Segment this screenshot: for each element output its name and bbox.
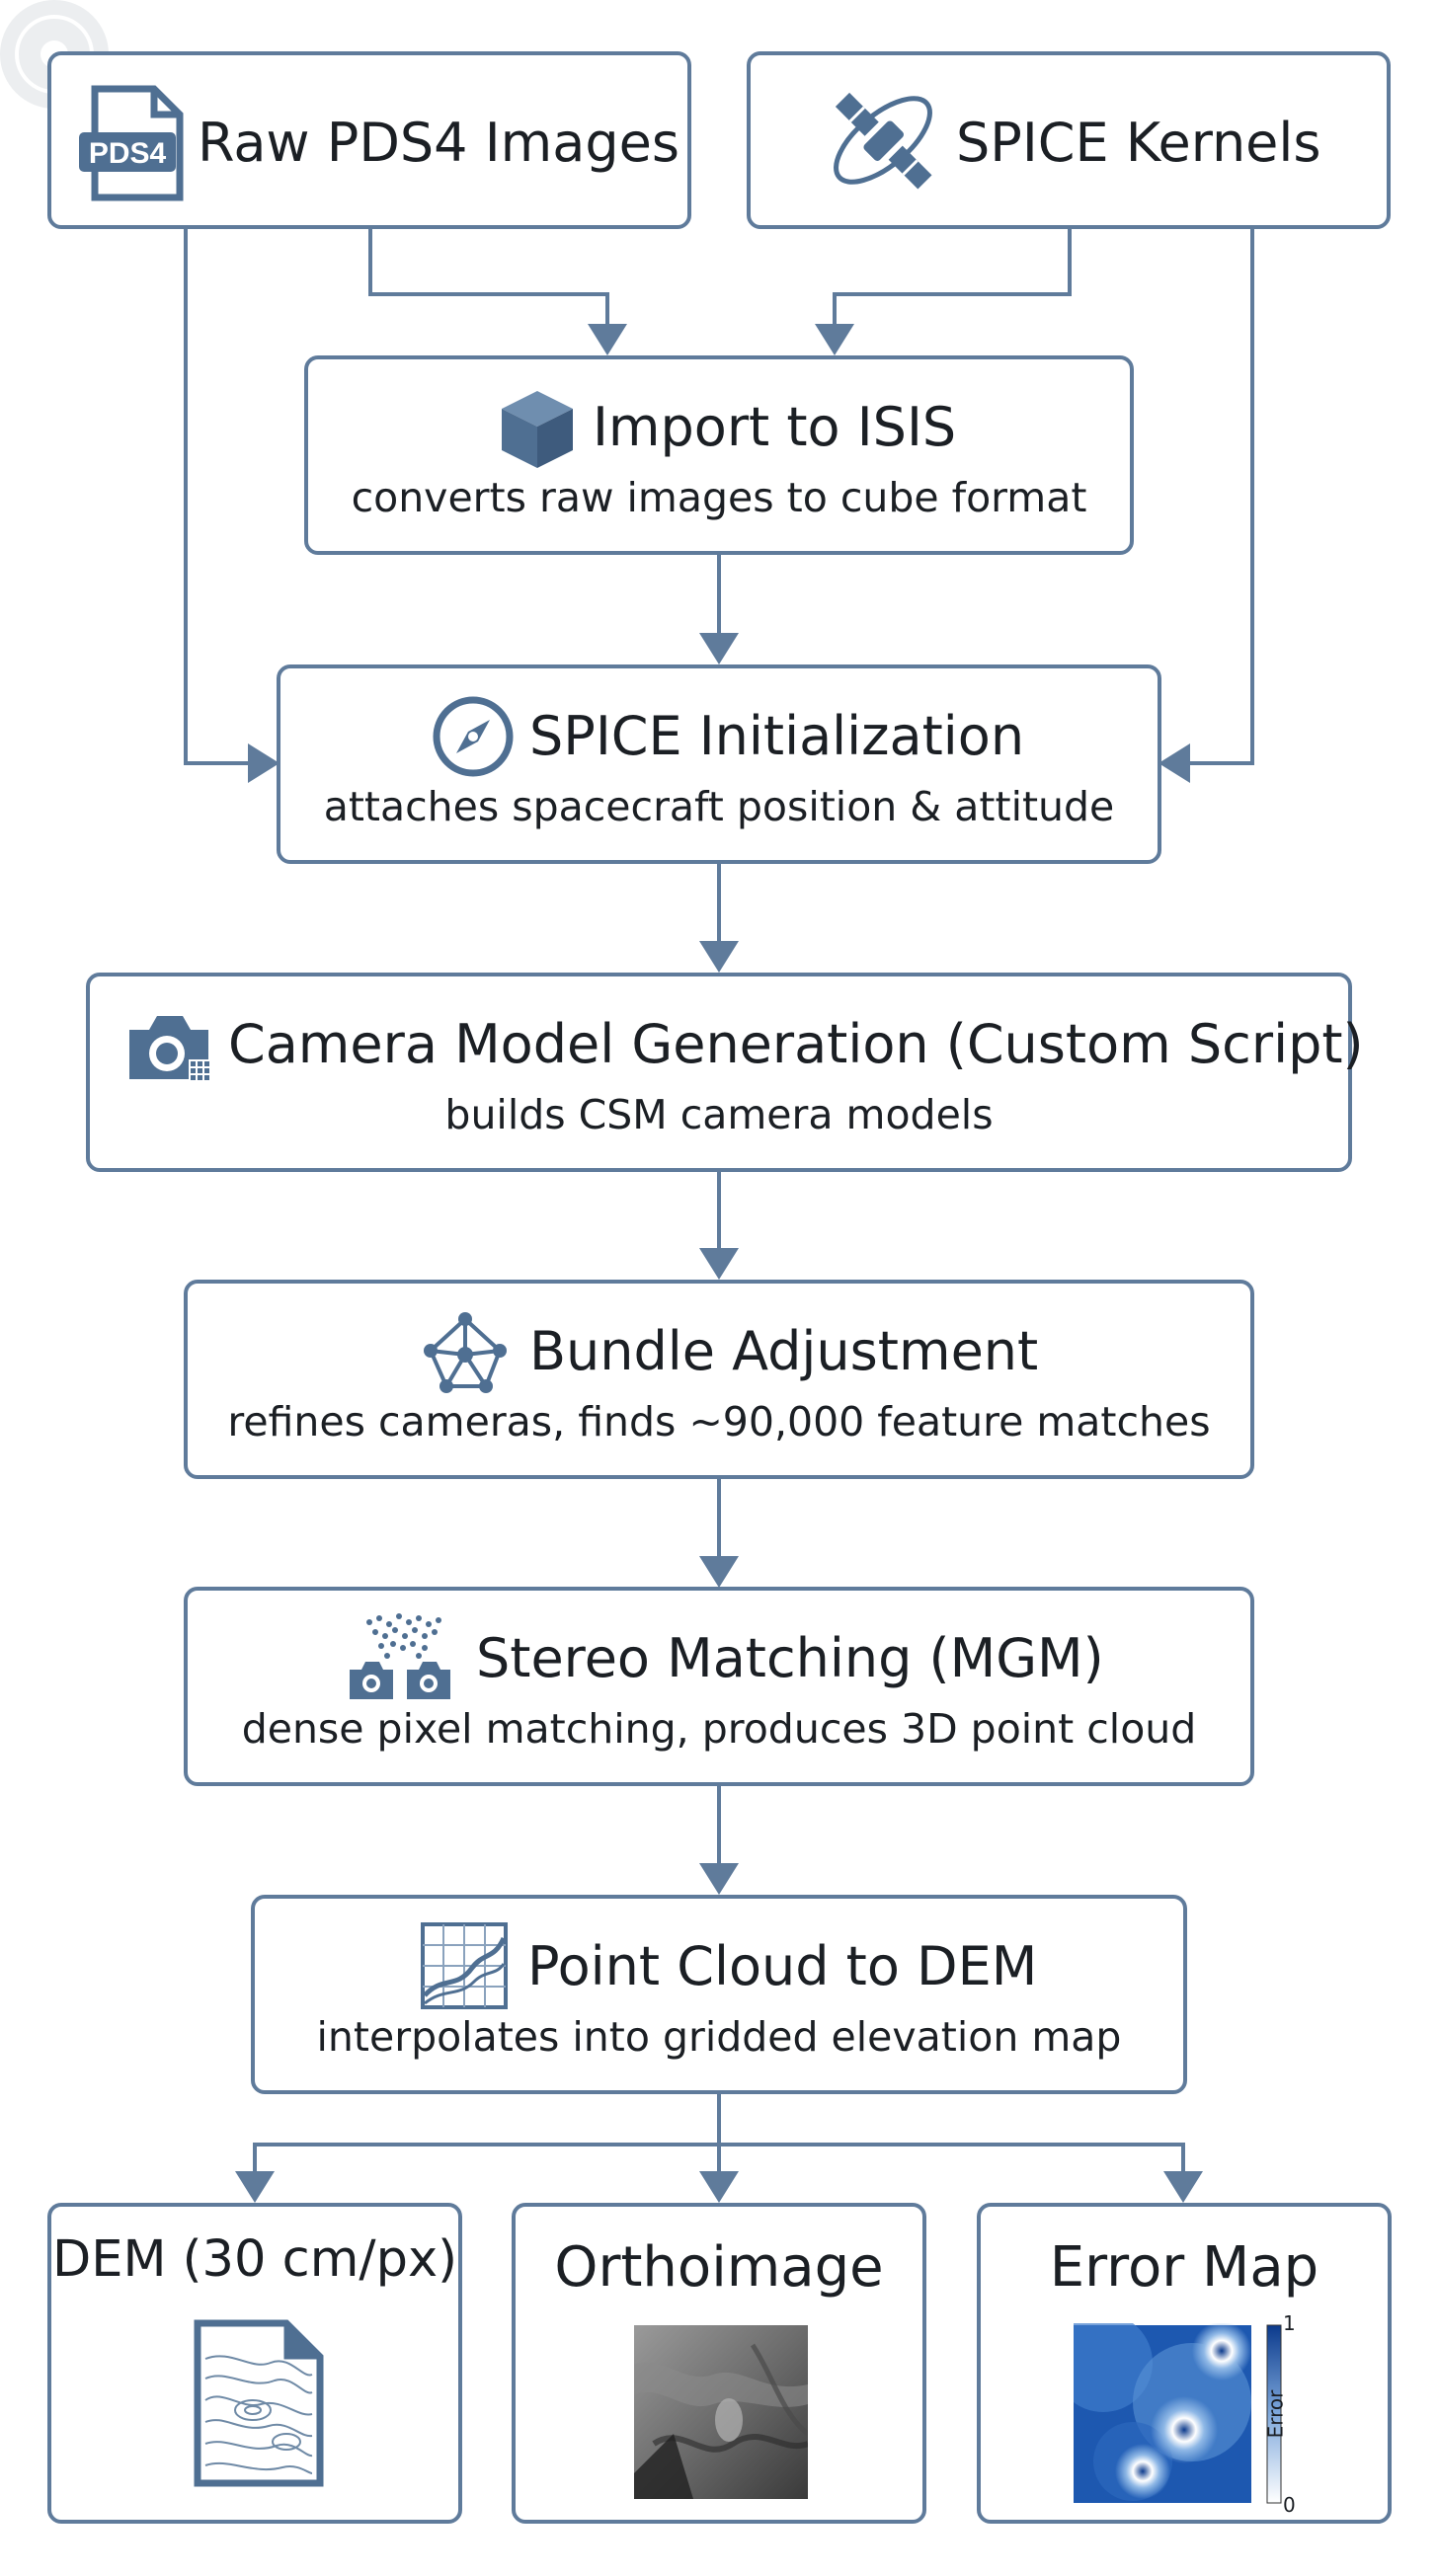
- colorbar-min-label: 0: [1283, 2493, 1296, 2517]
- arrow-kernels-to-spiceinit: [1158, 229, 1254, 783]
- arrow-pointcloud-to-errormap: [719, 2143, 1203, 2203]
- output-title: DEM (30 cm/px): [51, 2230, 458, 2289]
- node-subtitle: refines cameras, finds ~90,000 feature m…: [227, 1398, 1211, 1445]
- arrow-kernels-to-import: [815, 229, 1072, 355]
- node-title: SPICE Kernels: [956, 112, 1321, 174]
- satellite-icon: [820, 77, 948, 209]
- output-orthoimage[interactable]: Orthoimage: [512, 2203, 926, 2524]
- grid-chart-icon: [419, 1920, 510, 2015]
- node-camera-model-generation[interactable]: Camera Model Generation (Custom Script) …: [86, 973, 1364, 1172]
- colorbar-max-label: 1: [1283, 2311, 1296, 2335]
- terrain-image-icon: [634, 2325, 810, 2503]
- stereo-cameras-icon: [348, 1612, 456, 1707]
- node-title: Camera Model Generation (Custom Script): [228, 1013, 1364, 1075]
- node-subtitle: interpolates into gridded elevation map: [316, 2013, 1122, 2061]
- node-subtitle: builds CSM camera models: [444, 1091, 994, 1138]
- node-title: SPICE Initialization: [529, 705, 1025, 767]
- output-title: Orthoimage: [554, 2235, 884, 2300]
- heatmap-icon: [1054, 2313, 1301, 2511]
- node-spice-kernels[interactable]: SPICE Kernels: [747, 51, 1391, 229]
- camera-icon: [125, 1010, 214, 1089]
- node-title: Bundle Adjustment: [529, 1320, 1039, 1382]
- node-title: Point Cloud to DEM: [527, 1935, 1038, 1997]
- arrow-raw-to-spiceinit: [184, 229, 280, 783]
- node-point-cloud-to-dem[interactable]: Point Cloud to DEM interpolates into gri…: [251, 1895, 1187, 2094]
- pds4-label: PDS4: [89, 137, 167, 170]
- node-subtitle: attaches spacecraft position & attitude: [323, 783, 1115, 830]
- node-title: Import to ISIS: [593, 396, 957, 458]
- node-title: Stereo Matching (MGM): [476, 1627, 1104, 1689]
- output-dem[interactable]: DEM (30 cm/px): [47, 2203, 462, 2524]
- node-raw-pds4-images[interactable]: PDS4 Raw PDS4 Images: [47, 51, 691, 229]
- network-icon: [421, 1311, 510, 1398]
- node-subtitle: converts raw images to cube format: [351, 474, 1087, 521]
- node-bundle-adjustment[interactable]: Bundle Adjustment refines cameras, finds…: [184, 1280, 1254, 1479]
- colorbar-axis-label: Error: [1263, 2389, 1288, 2439]
- node-spice-initialization[interactable]: SPICE Initialization attaches spacecraft…: [277, 664, 1161, 864]
- output-title: Error Map: [1049, 2235, 1319, 2300]
- arrow-pointcloud-to-dem: [235, 2143, 719, 2203]
- node-import-to-isis[interactable]: Import to ISIS converts raw images to cu…: [304, 355, 1134, 555]
- contour-map-icon: [192, 2319, 324, 2491]
- node-title: Raw PDS4 Images: [198, 112, 679, 174]
- pds4-file-icon: PDS4: [77, 85, 186, 207]
- output-error-map[interactable]: Error Map 1 0 Error: [977, 2203, 1392, 2524]
- node-subtitle: dense pixel matching, produces 3D point …: [241, 1705, 1197, 1753]
- arrow-raw-to-import: [368, 229, 627, 355]
- node-stereo-matching[interactable]: Stereo Matching (MGM) dense pixel matchi…: [184, 1587, 1254, 1786]
- compass-icon: [429, 692, 518, 785]
- cube-icon: [498, 387, 577, 476]
